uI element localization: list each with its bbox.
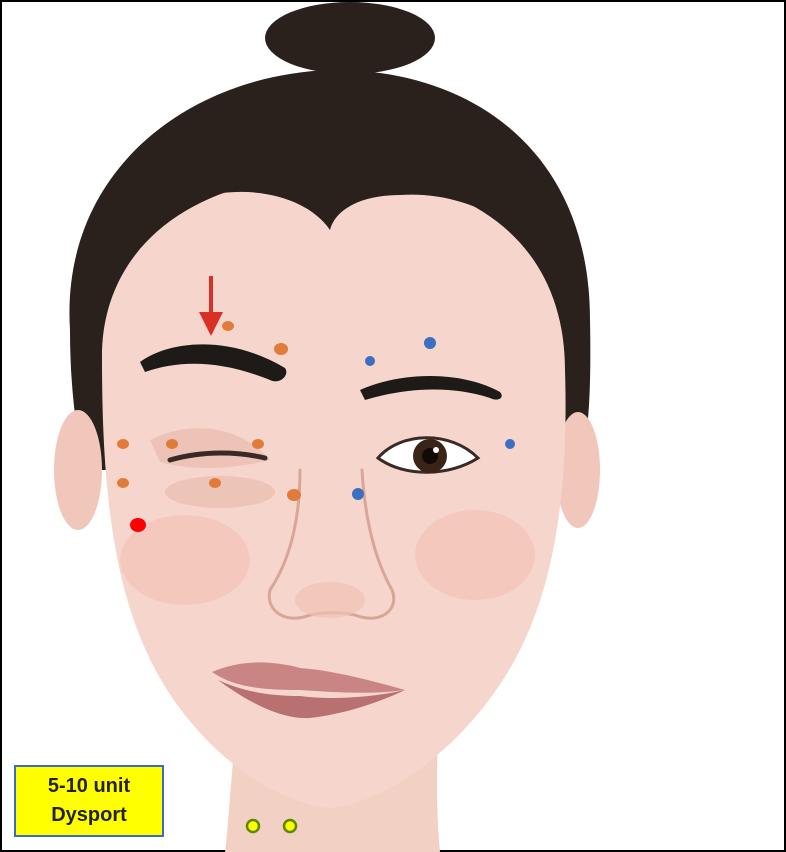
nose-tip (295, 582, 365, 618)
left-eye-highlight (433, 447, 439, 453)
dose-label-box: 5-10 unit Dysport (14, 765, 164, 837)
blue-injection-point-2 (424, 337, 436, 349)
orange-injection-point-1 (222, 321, 234, 331)
orange-injection-point-6 (117, 478, 129, 488)
orange-injection-point-8 (287, 489, 301, 501)
hair-bun (265, 2, 435, 74)
orange-injection-point-3 (117, 439, 129, 449)
yellow-injection-point-1 (247, 820, 259, 832)
orange-injection-point-4 (166, 439, 178, 449)
orange-injection-point-7 (209, 478, 221, 488)
blue-injection-point-3 (505, 439, 515, 449)
left-cheek-blush (415, 510, 535, 600)
blue-injection-point-1 (365, 356, 375, 366)
right-ear (54, 410, 102, 530)
orange-injection-point-2 (274, 343, 288, 355)
dose-product: Dysport (51, 801, 127, 830)
dose-amount: 5-10 unit (48, 772, 130, 801)
red-injection-point-1 (130, 518, 146, 532)
blue-injection-point-4 (352, 488, 364, 500)
orange-injection-point-5 (252, 439, 264, 449)
yellow-injection-point-2 (284, 820, 296, 832)
